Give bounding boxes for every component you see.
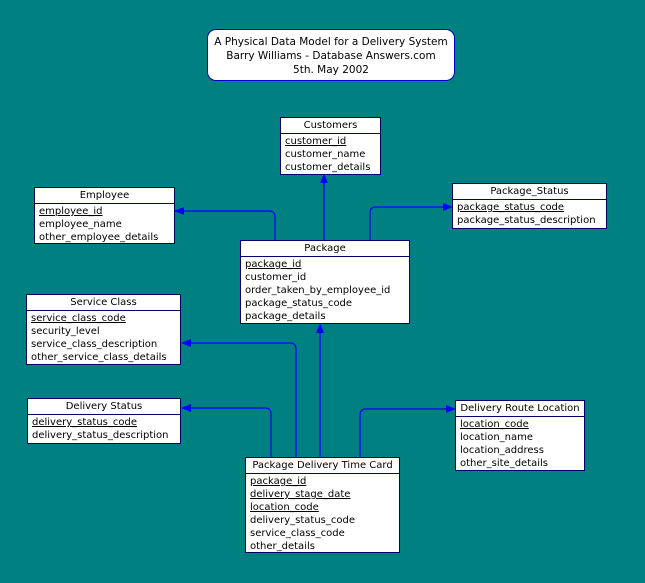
entity-name: Customers [281,118,380,134]
attribute-package-status-code: package_status_code [245,298,353,309]
title-line-2: Barry Williams - Database Answers.com [226,50,436,62]
entity-delivery-route-location[interactable]: Delivery Route Location location_code lo… [455,400,585,471]
entity-package-delivery-time-card[interactable]: Package Delivery Time Card package_id de… [245,457,400,553]
attribute-location-code: location_code [460,419,529,430]
attribute-security-level: security_level [31,326,100,337]
attribute-service-class-code: service_class_code [250,528,345,539]
entity-name: Delivery Route Location [456,401,584,417]
diagram-title-box: A Physical Data Model for a Delivery Sys… [207,29,455,81]
attribute-location-address: location_address [460,445,544,456]
attribute-package-status-description: package_status_description [457,215,596,226]
attribute-location-name: location_name [460,432,534,443]
attribute-customer-name: customer_name [285,149,366,160]
entity-delivery-status[interactable]: Delivery Status delivery_status_code del… [27,398,181,444]
entity-employee[interactable]: Employee employee_id employee_name other… [34,187,175,244]
link-package-employee [174,207,276,240]
attribute-other-site-details: other_site_details [460,458,549,469]
entity-name: Package [241,241,409,257]
attribute-customer-details: customer_details [285,162,371,173]
attribute-service-class-description: service_class_description [31,339,158,350]
entity-service-class[interactable]: Service Class service_class_code securit… [26,294,181,365]
entity-package-status[interactable]: Package_Status package_status_code packa… [452,183,607,229]
attribute-other-details: other_details [250,541,315,552]
attribute-delivery-stage-date: delivery_stage_date [250,489,351,500]
attribute-customer-id: customer_id [285,136,347,147]
attribute-delivery-status-code: delivery_status_code [32,417,137,428]
entity-customers[interactable]: Customers customer_id customer_name cust… [280,117,381,175]
title-line-1: A Physical Data Model for a Delivery Sys… [214,36,448,48]
attribute-package-details: package_details [245,311,326,322]
entity-name: Service Class [27,295,180,311]
attribute-employee-name: employee_name [39,219,122,230]
attribute-package-id: package_id [245,259,302,270]
attribute-package-id: package_id [250,476,307,487]
entity-name: Package_Status [453,184,606,200]
attribute-employee-id: employee_id [39,206,103,217]
attribute-order-taken-by-employee-id: order_taken_by_employee_id [245,285,391,296]
attribute-customer-id: customer_id [245,272,307,283]
attribute-other-employee-details: other_employee_details [39,232,159,243]
attribute-other-service-class-details: other_service_class_details [31,352,167,363]
attribute-service-class-code: service_class_code [31,313,126,324]
attribute-location-code: location_code [250,502,319,513]
link-timecard-service-class [181,339,297,457]
entity-package[interactable]: Package package_id customer_id order_tak… [240,240,410,324]
attribute-delivery-status-description: delivery_status_description [32,430,169,441]
attribute-delivery-status-code: delivery_status_code [250,515,355,526]
entity-name: Delivery Status [28,399,180,415]
entity-name: Package Delivery Time Card [246,458,399,474]
attribute-package-status-code: package_status_code [457,202,565,213]
title-line-3: 5th. May 2002 [293,64,369,76]
entity-name: Employee [35,188,174,204]
link-timecard-route-location [359,405,456,457]
link-timecard-delivery-status [181,404,272,457]
link-package-status [369,203,453,240]
